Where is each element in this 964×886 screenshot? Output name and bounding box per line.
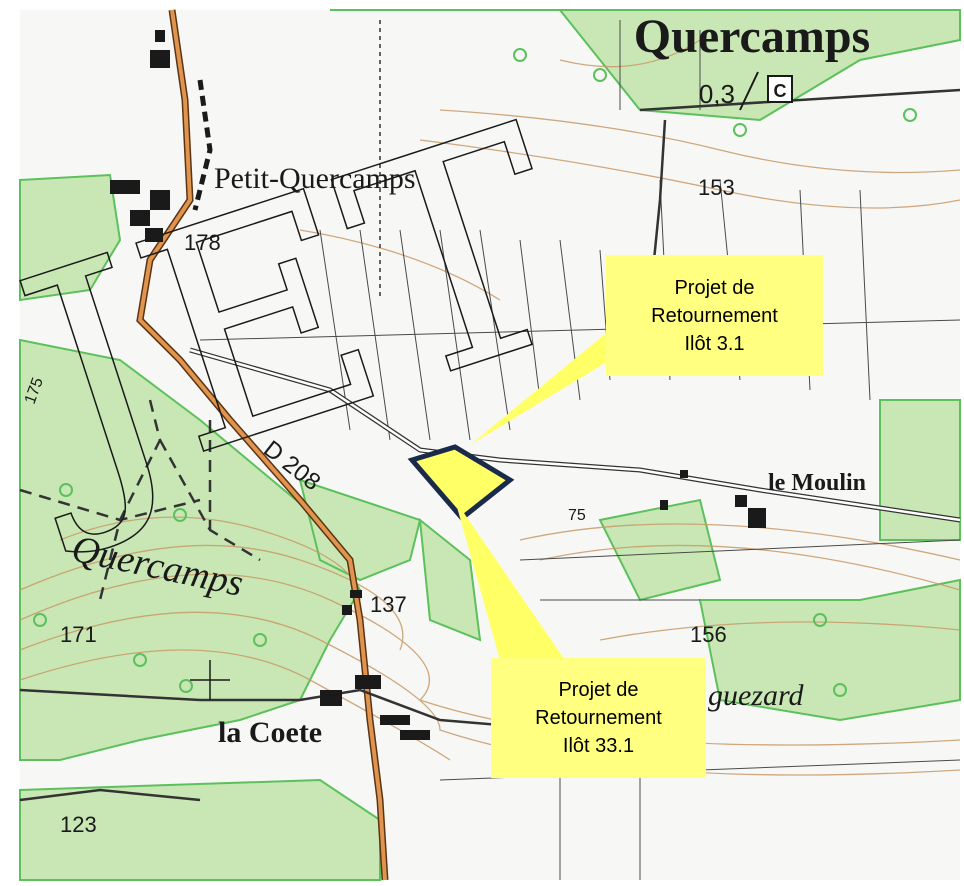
- label-quercamps: Quercamps: [634, 10, 870, 63]
- grid-marker-slash: [739, 71, 759, 111]
- callout-1-line2: Retournement: [651, 304, 778, 327]
- elevation-123: 123: [60, 812, 97, 837]
- label-petit-quercamps: Petit-Quercamps: [214, 162, 416, 195]
- callout-1-line3: Ilôt 3.1: [684, 332, 745, 355]
- callout-ilot-33-1: Projet de Retournement Ilôt 33.1: [491, 658, 706, 778]
- buildings: [110, 30, 766, 740]
- elevation-171: 171: [60, 622, 97, 647]
- elevation-137: 137: [370, 592, 407, 617]
- forest-road-bank: [298, 478, 422, 582]
- callout-1-line1: Projet de: [674, 276, 755, 299]
- road-d208: [137, 9, 387, 881]
- callout-1-pointer: [470, 330, 610, 445]
- contour-lines: [19, 39, 961, 776]
- elevation-156: 156: [690, 622, 727, 647]
- callout-2-line2: Retournement: [535, 707, 662, 729]
- forest-quercamps: [19, 338, 362, 761]
- contour-label-75: 75: [568, 507, 586, 524]
- elevation-178: 178: [184, 230, 221, 255]
- grid-marker-letter: C: [774, 81, 787, 101]
- grid-marker-value: 0,3: [699, 79, 735, 109]
- elevation-153: 153: [698, 175, 735, 200]
- forest-north: [330, 9, 961, 122]
- callout-2-pointer: [455, 500, 565, 660]
- label-le-moulin: le Moulin: [768, 470, 866, 496]
- callout-2-line3: Ilôt 33.1: [562, 735, 635, 757]
- forest-east: [698, 578, 961, 722]
- label-la-coete: la Coete: [218, 716, 322, 749]
- forest-paths: [19, 399, 261, 601]
- tree-symbols: [33, 48, 917, 697]
- forest-west: [19, 173, 122, 302]
- callout-2-line1: Projet de: [558, 679, 639, 701]
- label-guezard: guezard: [708, 679, 805, 712]
- project-parcel: [407, 444, 515, 522]
- callout-ilot-3-1: Projet de Retournement Ilôt 3.1: [606, 255, 823, 376]
- field-green-2: [418, 517, 482, 642]
- cross-symbol: [190, 660, 230, 700]
- grid-marker-box: [767, 75, 793, 103]
